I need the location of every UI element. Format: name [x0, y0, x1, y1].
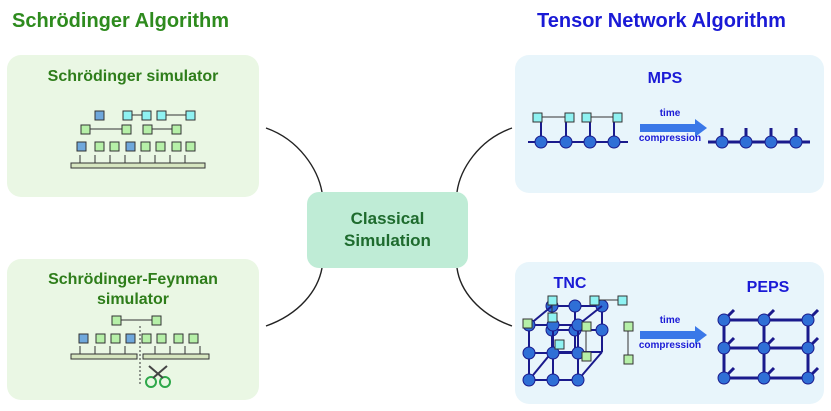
connector-top-left — [265, 127, 323, 193]
connector-top-right — [456, 127, 513, 193]
scissors-icon — [145, 365, 171, 388]
mps-arrow-icon — [640, 119, 707, 137]
mps-arrow-top-label: time — [659, 108, 681, 119]
schrodinger-simulator-panel — [7, 55, 259, 197]
schrodinger-feynman-panel — [7, 259, 259, 400]
connector-bottom-right — [456, 267, 513, 327]
schrodinger-feynman-title: Schrödinger-Feynman simulator — [48, 271, 218, 308]
connector-bottom-left — [265, 267, 323, 327]
schrodinger-algorithm-header: Schrödinger Algorithm — [12, 10, 230, 32]
mps-title: MPS — [647, 70, 683, 87]
tnc-arrow-bottom-label: compression — [638, 340, 702, 351]
tnc-arrow-top-label: time — [659, 315, 681, 326]
classical-simulation-box: Classical Simulation — [307, 192, 468, 268]
classical-simulation-label: Classical Simulation — [344, 209, 431, 250]
tensor-network-algorithm-header: Tensor Network Algorithm — [537, 10, 786, 32]
mps-arrow-bottom-label: compression — [638, 133, 702, 144]
schrodinger-simulator-title: Schrödinger simulator — [47, 68, 219, 85]
peps-title: PEPS — [746, 279, 790, 296]
tnc-arrow-icon — [640, 326, 707, 344]
tnc-title: TNC — [553, 275, 587, 292]
